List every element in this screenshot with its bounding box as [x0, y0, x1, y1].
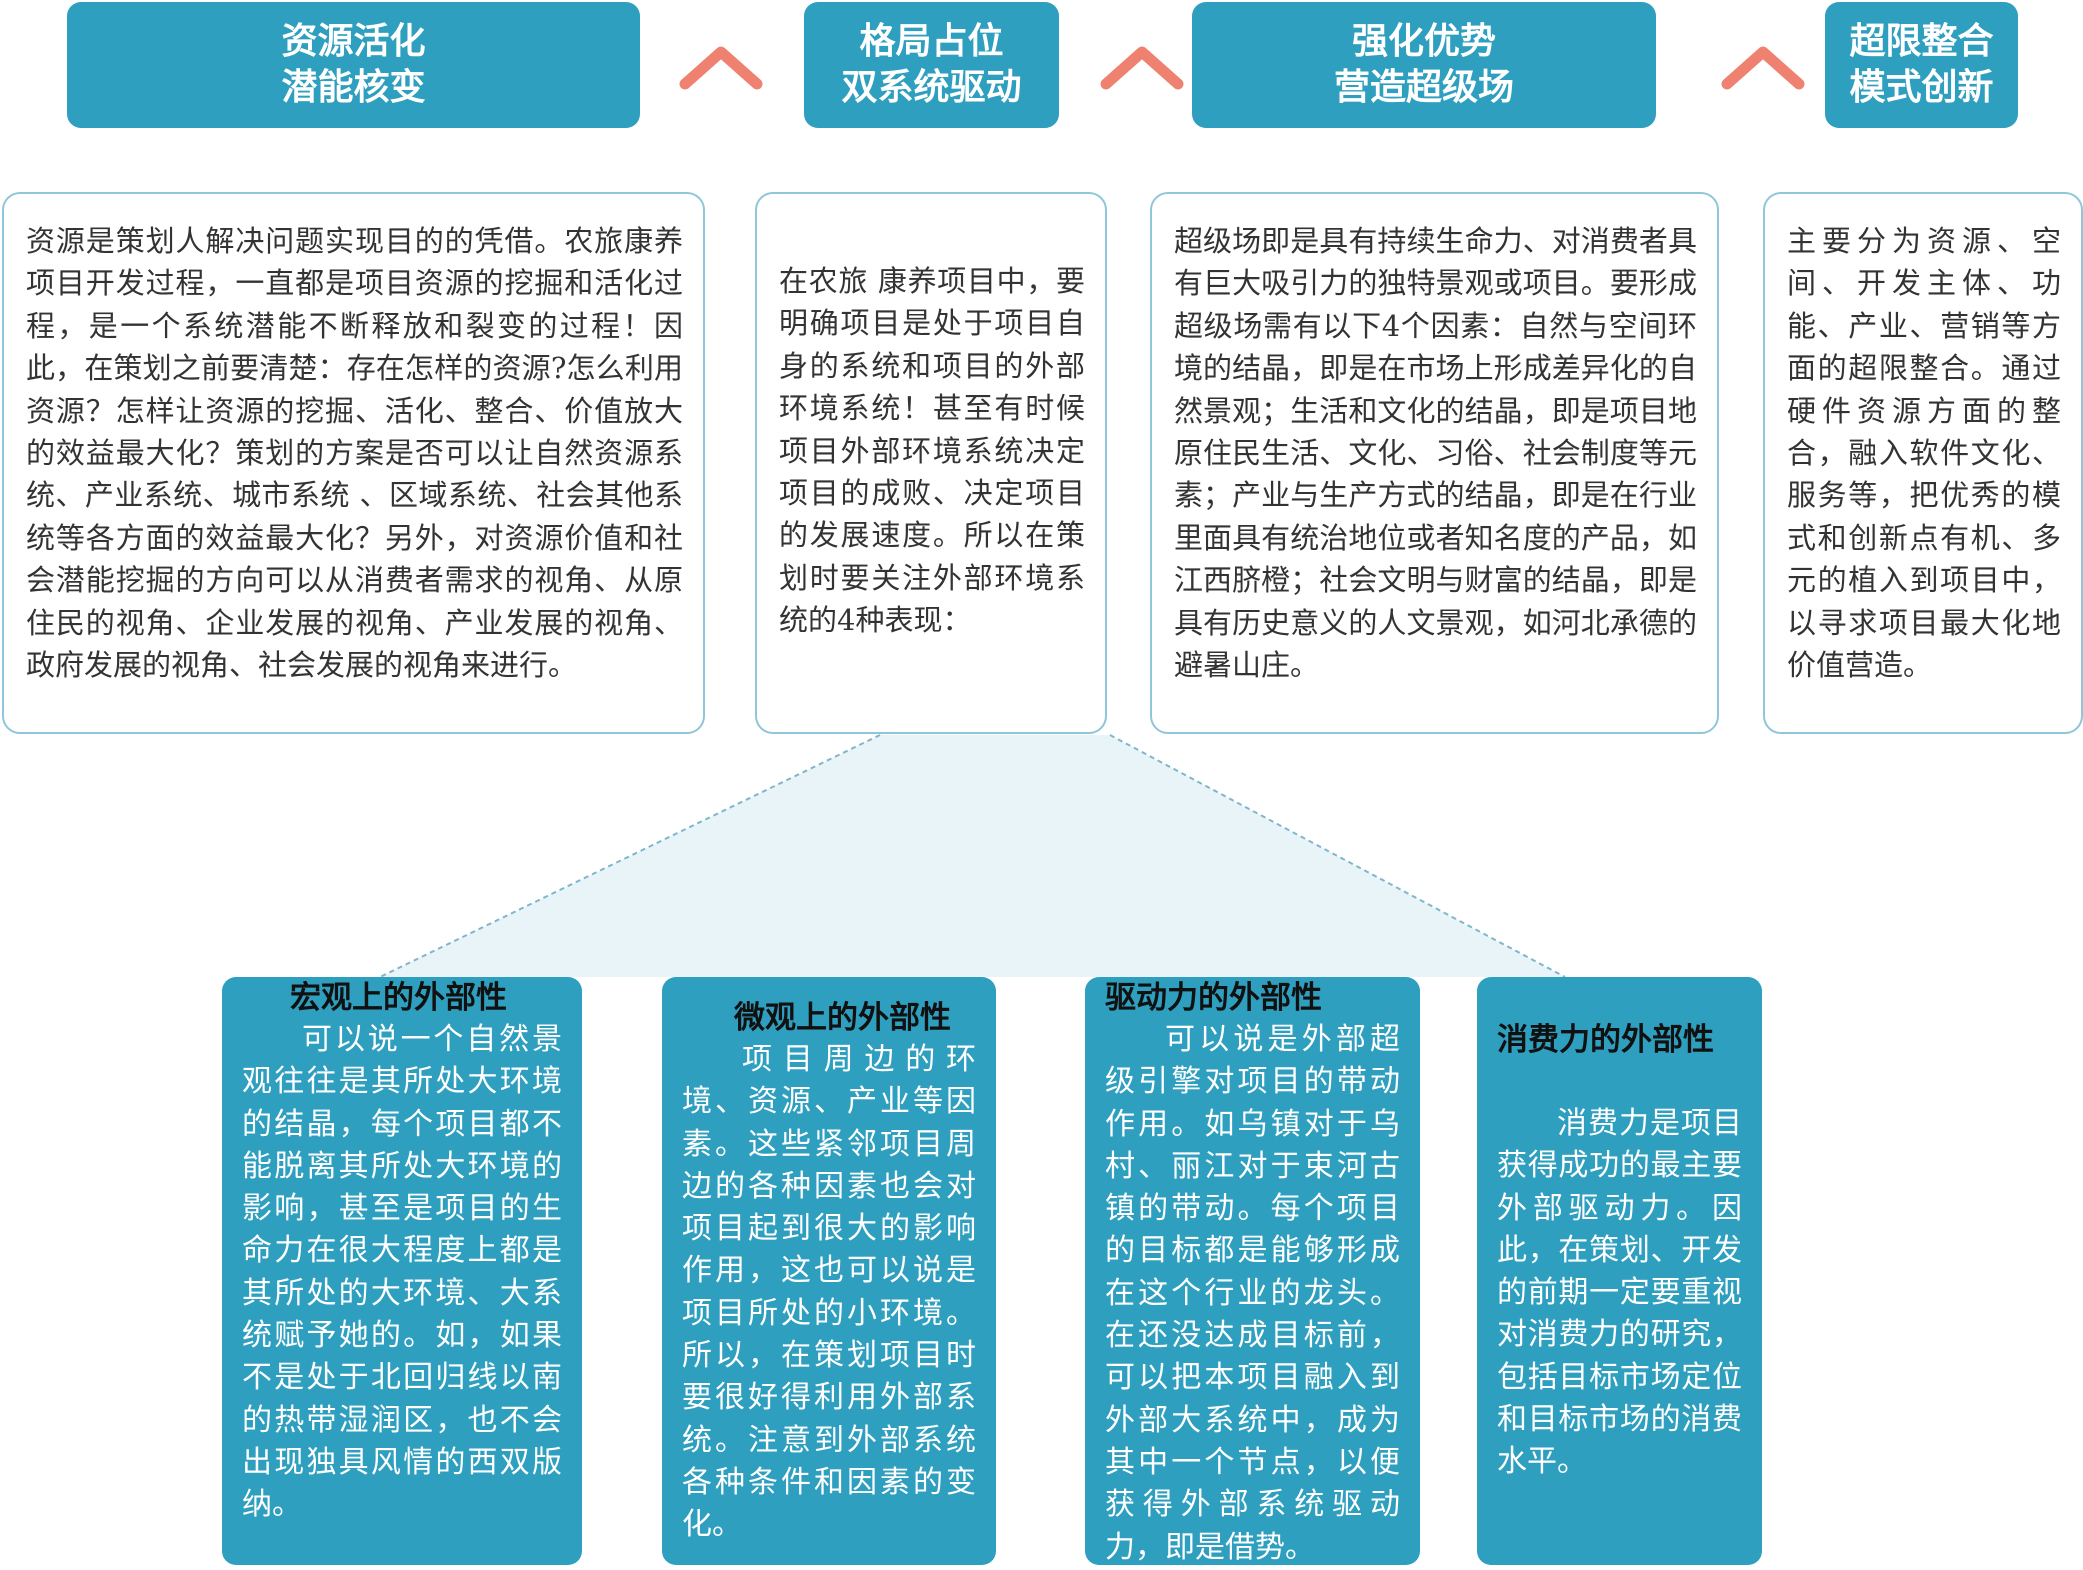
textbox-body: 主要分为资源、空间、开发主体、功能、产业、营销等方面的超限整合。通过硬件资源方面…: [1787, 224, 2061, 683]
textbox-body: 超级场即是具有持续生命力、对消费者具有巨大吸引力的独特景观或项目。要形成超级场需…: [1174, 224, 1697, 683]
header-label: 超限整合 模式创新: [1849, 21, 1994, 108]
bottom-box-consumption-externality: 消费力的外部性 消费力是项目获得成功的最主要外部驱动力。因此，在策划、开发的前期…: [1477, 977, 1762, 1565]
connector-fan-shape: [380, 735, 1565, 977]
bottom-box-text: 可以说是外部超级引擎对项目的带动作用。如乌镇对于乌村、丽江对于束河古镇的带动。每…: [1105, 1022, 1400, 1565]
bottom-box-title: 驱动力的外部性: [1105, 980, 1322, 1016]
header-strengthen-advantage: 强化优势 营造超级场: [1192, 2, 1656, 128]
bottom-box-micro-externality: 微观上的外部性 项目周边的环境、资源、产业等因素。这些紧邻项目周边的各种因素也会…: [662, 977, 996, 1565]
bottom-box-title: 微观上的外部性: [734, 1000, 951, 1036]
bottom-box-text: 项目周边的环境、资源、产业等因素。这些紧邻项目周边的各种因素也会对项目起到很大的…: [682, 1042, 976, 1543]
textbox-body: 资源是策划人解决问题实现目的的凭借。农旅康养项目开发过程，一直都是项目资源的挖掘…: [26, 224, 683, 683]
header-label: 强化优势 营造超级场: [1333, 21, 1514, 108]
bottom-box-text: 消费力是项目获得成功的最主要外部驱动力。因此，在策划、开发的前期一定要重视对消费…: [1497, 1106, 1742, 1480]
textbox-resource-activation: 资源是策划人解决问题实现目的的凭借。农旅康养项目开发过程，一直都是项目资源的挖掘…: [2, 192, 705, 734]
textbox-strengthen-advantage: 超级场即是具有持续生命力、对消费者具有巨大吸引力的独特景观或项目。要形成超级场需…: [1150, 192, 1719, 734]
header-pattern-positioning: 格局占位 双系统驱动: [804, 2, 1059, 128]
chevron-up-icon: [1100, 46, 1184, 90]
textbox-body: 在农旅 康养项目中，要明确项目是处于项目自身的系统和项目的外部环境系统！甚至有时…: [779, 264, 1085, 638]
header-label: 资源活化 潜能核变: [281, 21, 426, 108]
header-transcend-integration: 超限整合 模式创新: [1825, 2, 2018, 128]
bottom-box-text: 可以说一个自然景观往往是其所处大环境的结晶，每个项目都不能脱离其所处大环境的影响…: [242, 1022, 562, 1523]
textbox-pattern-positioning: 在农旅 康养项目中，要明确项目是处于项目自身的系统和项目的外部环境系统！甚至有时…: [755, 192, 1107, 734]
bottom-box-title: 宏观上的外部性: [290, 980, 507, 1016]
bottom-box-driving-externality: 驱动力的外部性 可以说是外部超级引擎对项目的带动作用。如乌镇对于乌村、丽江对于束…: [1085, 977, 1420, 1565]
bottom-box-title: 消费力的外部性: [1497, 1022, 1714, 1058]
connector-line-left: [379, 734, 881, 978]
chevron-up-icon: [1721, 46, 1805, 90]
textbox-transcend-integration: 主要分为资源、空间、开发主体、功能、产业、营销等方面的超限整合。通过硬件资源方面…: [1763, 192, 2083, 734]
header-resource-activation: 资源活化 潜能核变: [67, 2, 640, 128]
chevron-up-icon: [679, 46, 763, 90]
header-label: 格局占位 双系统驱动: [841, 21, 1022, 108]
connector-line-right: [1109, 734, 1566, 978]
bottom-box-macro-externality: 宏观上的外部性 可以说一个自然景观往往是其所处大环境的结晶，每个项目都不能脱离其…: [222, 977, 582, 1565]
